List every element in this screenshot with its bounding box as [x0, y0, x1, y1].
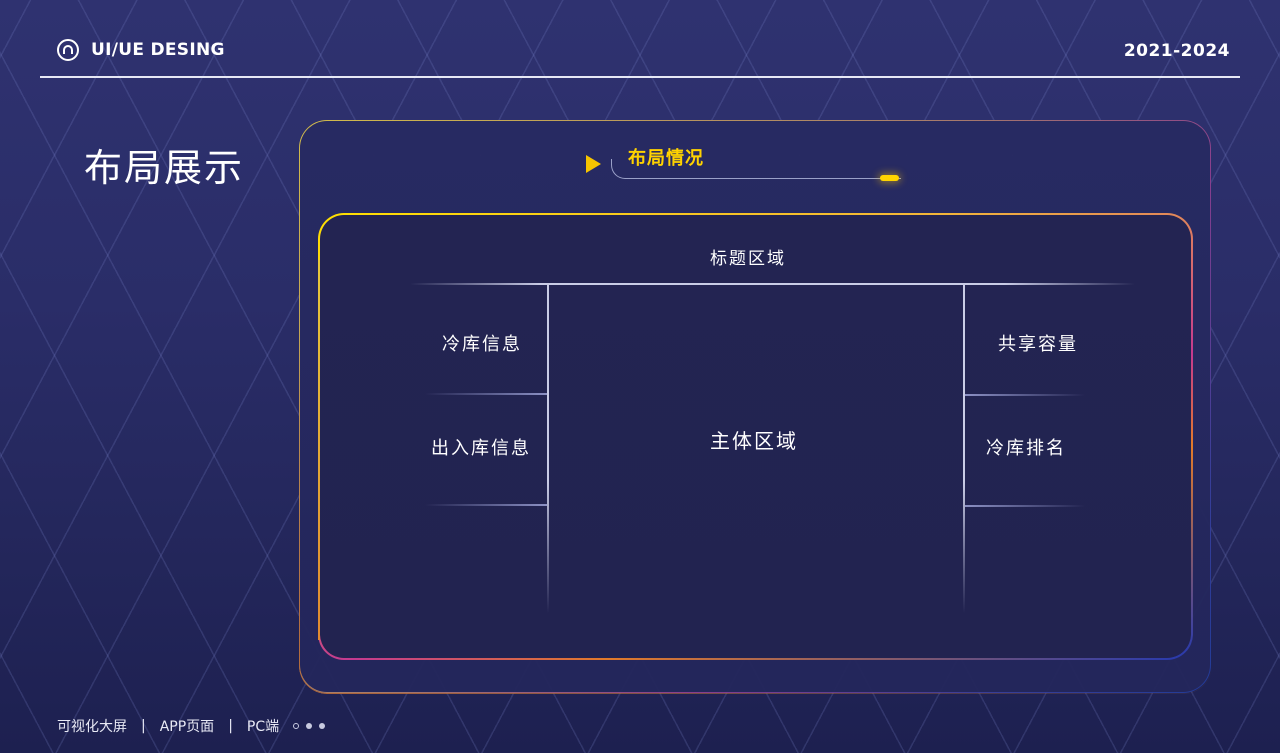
title-region-label: 标题区域	[710, 249, 786, 269]
pager-dot-active[interactable]	[293, 723, 300, 729]
brand-logo: UI/UE DESING	[57, 39, 225, 61]
section-underline	[611, 159, 901, 179]
year-range: 2021-2024	[1123, 41, 1230, 61]
section-header: 布局情况	[586, 143, 906, 187]
left-row-divider-2	[425, 504, 547, 506]
play-triangle-icon	[586, 155, 601, 173]
pager-dot[interactable]	[306, 723, 313, 729]
right-region-label-cold-storage-ranking: 冷库排名	[986, 438, 1066, 459]
pager-dot[interactable]	[319, 723, 326, 729]
layout-wireframe-panel	[318, 213, 1193, 660]
right-row-divider-2	[965, 505, 1085, 507]
panel-edge-highlight	[318, 260, 320, 640]
footer-separator: |	[141, 718, 146, 734]
left-row-divider-1	[425, 393, 547, 395]
right-row-divider-1	[965, 394, 1085, 396]
page-header: UI/UE DESING 2021-2024	[40, 0, 1240, 78]
footer-link-dashboard[interactable]: 可视化大屏	[57, 719, 127, 735]
left-column-divider	[547, 283, 549, 613]
page-title: 布局展示	[84, 146, 245, 190]
footer-link-app[interactable]: APP页面	[159, 719, 215, 735]
left-region-label-cold-storage-info: 冷库信息	[442, 334, 522, 355]
section-indicator-dot	[880, 175, 899, 181]
title-divider	[410, 283, 1135, 285]
page-footer: 可视化大屏 | APP页面 | PC端	[57, 716, 326, 736]
footer-separator: |	[228, 718, 233, 734]
section-title: 布局情况	[628, 148, 704, 169]
brand-name: UI/UE DESING	[91, 40, 225, 60]
pager-dots	[293, 723, 326, 729]
right-region-label-shared-capacity: 共享容量	[998, 334, 1078, 355]
left-region-label-inout-info: 出入库信息	[431, 438, 531, 459]
footer-link-pc[interactable]: PC端	[246, 719, 280, 735]
right-column-divider	[963, 283, 965, 613]
main-region-label: 主体区域	[710, 429, 798, 453]
circle-arch-icon	[57, 39, 79, 61]
